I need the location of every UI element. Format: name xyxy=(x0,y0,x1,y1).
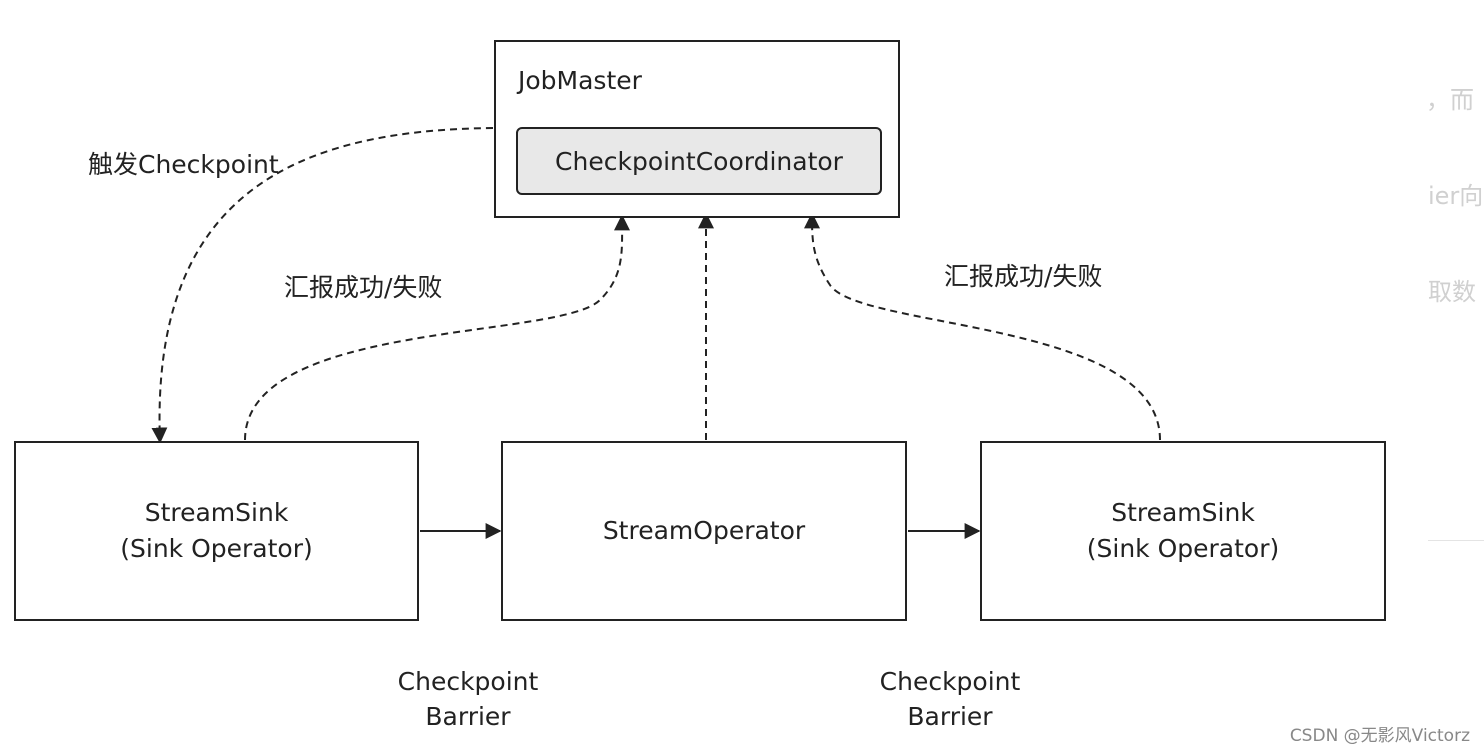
barrier-left-label: Checkpoint Barrier xyxy=(388,664,548,734)
checkpoint-coordinator-box: CheckpointCoordinator xyxy=(516,127,882,195)
barrier-left-line2: Barrier xyxy=(425,702,511,731)
checkpoint-coordinator-label: CheckpointCoordinator xyxy=(555,146,843,176)
trigger-checkpoint-label: 触发Checkpoint xyxy=(88,150,279,179)
left-streamsink-name: StreamSink xyxy=(144,498,289,527)
report-left-label: 汇报成功/失败 xyxy=(284,273,443,302)
stream-operator-box: StreamOperator xyxy=(501,441,907,621)
right-streamsink-name: StreamSink xyxy=(1111,498,1255,527)
left-streamsink-box: StreamSink (Sink Operator) xyxy=(14,441,419,621)
ghost-text-1: ，而 xyxy=(1426,86,1474,114)
left-streamsink-sub: (Sink Operator) xyxy=(120,534,313,563)
barrier-left-line1: Checkpoint xyxy=(397,667,539,696)
jobmaster-box: JobMaster CheckpointCoordinator xyxy=(494,40,900,218)
ghost-divider xyxy=(1428,540,1484,541)
right-streamsink-box: StreamSink (Sink Operator) xyxy=(980,441,1386,621)
ghost-text-3: 取数 xyxy=(1428,278,1476,306)
right-streamsink-sub: (Sink Operator) xyxy=(1086,534,1280,563)
barrier-right-line2: Barrier xyxy=(907,702,993,731)
barrier-right-line1: Checkpoint xyxy=(879,667,1021,696)
report-right-arrow xyxy=(804,212,1161,441)
watermark: CSDN @无影风Victorz xyxy=(1289,726,1470,746)
report-right-label: 汇报成功/失败 xyxy=(944,262,1103,291)
barrier-right-label: Checkpoint Barrier xyxy=(870,664,1030,734)
jobmaster-title: JobMaster xyxy=(518,66,642,95)
trigger-checkpoint-arrow xyxy=(151,127,494,444)
stream-operator-name: StreamOperator xyxy=(602,516,806,545)
ghost-text-2: ier向 xyxy=(1428,182,1484,210)
report-left-arrow xyxy=(244,214,631,441)
